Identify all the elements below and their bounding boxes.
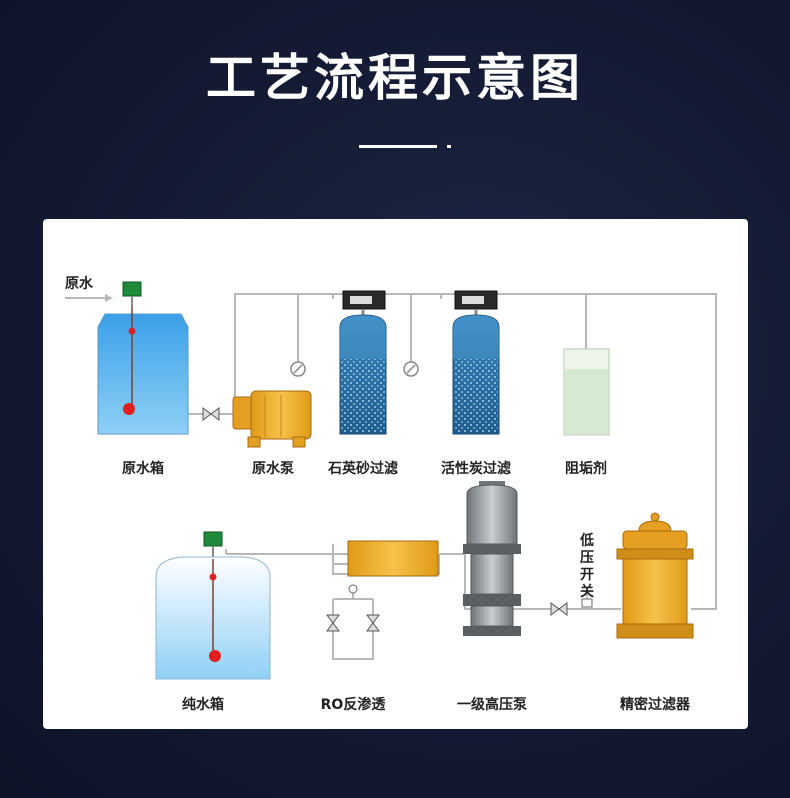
- activated-carbon-filter: [403, 290, 500, 435]
- pure-water-tank: [155, 531, 271, 680]
- low-pressure-switch-label-2: 压: [580, 550, 594, 566]
- ro-valve-right-icon: [366, 614, 380, 632]
- precision-filter-label: 精密过滤器: [620, 696, 691, 713]
- inlet-arrow-icon: [105, 294, 113, 302]
- quartz-sand-filter: [290, 290, 387, 435]
- ro-valve-left-icon: [326, 614, 340, 632]
- low-pressure-switch-label-3: 开: [580, 567, 594, 583]
- high-pressure-pump: [463, 481, 521, 636]
- pure-water-tank-label: 纯水箱: [182, 696, 224, 713]
- valve-icon: [202, 407, 220, 421]
- precision-filter: [616, 512, 694, 639]
- raw-water-pump-label: 原水泵: [252, 460, 294, 477]
- quartz-sand-filter-label: 石英砂过滤: [327, 460, 398, 477]
- inlet-label: 原水: [65, 275, 94, 292]
- activated-carbon-filter-label: 活性炭过滤: [441, 460, 511, 477]
- low-pressure-switch-label-1: 低: [579, 532, 594, 549]
- ro-membrane-label: RO反渗透: [321, 696, 387, 713]
- page-title: 工艺流程示意图: [206, 49, 584, 107]
- ro-membrane: [326, 540, 439, 632]
- title-underline-dot: [447, 145, 451, 148]
- title-underline: [359, 145, 437, 148]
- raw-water-tank-label: 原水箱: [122, 460, 164, 477]
- antiscalant-tank: [563, 348, 610, 436]
- raw-water-pump: [232, 390, 312, 448]
- raw-water-tank: [97, 281, 189, 435]
- antiscalant-label: 阻垢剂: [565, 460, 607, 477]
- low-pressure-switch-label-4: 关: [580, 583, 594, 600]
- process-flow-diagram: 原水 原水箱 原水泵 石英砂过滤: [65, 275, 717, 713]
- high-pressure-pump-label: 一级高压泵: [457, 696, 527, 713]
- diagram-panel: 原水 原水箱 原水泵 石英砂过滤: [43, 219, 748, 729]
- low-pressure-switch: [550, 591, 593, 616]
